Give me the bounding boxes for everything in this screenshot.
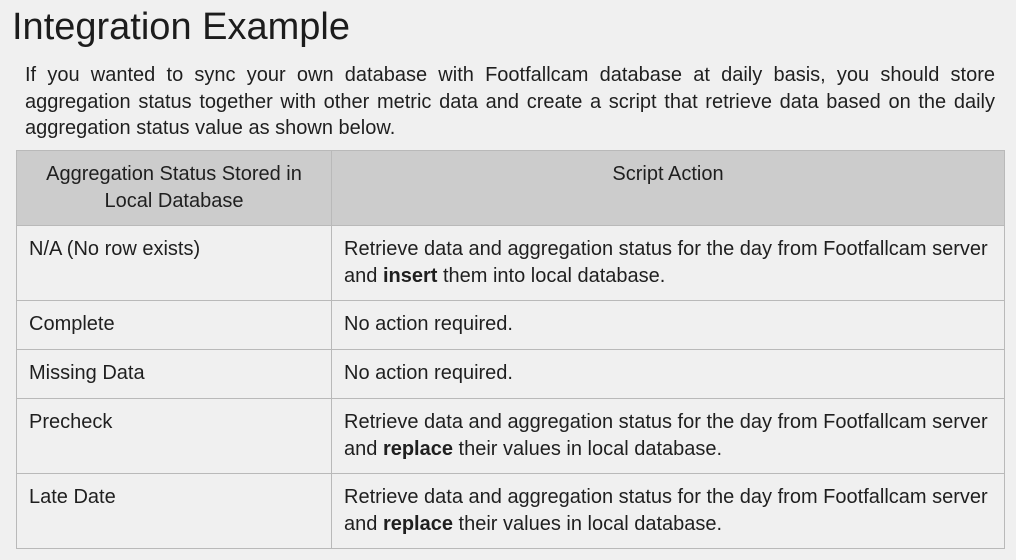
action-text-end: their values in local database. bbox=[453, 437, 723, 460]
action-text: Retrieve data and aggregation status for… bbox=[344, 238, 988, 287]
action-text: No action required. bbox=[344, 313, 513, 335]
action-cell: Retrieve data and aggregation status for… bbox=[331, 473, 1005, 549]
table-row: Late Date Retrieve data and aggregation … bbox=[16, 473, 1005, 549]
table-header-row: Aggregation Status Stored in Local Datab… bbox=[16, 150, 1005, 226]
status-cell: Precheck bbox=[16, 398, 332, 474]
intro-paragraph: If you wanted to sync your own database … bbox=[25, 64, 995, 139]
action-text: No action required. bbox=[344, 362, 513, 384]
status-cell: N/A (No row exists) bbox=[16, 225, 332, 301]
table-row: Missing Data No action required. bbox=[16, 349, 1005, 399]
table-row: N/A (No row exists) Retrieve data and ag… bbox=[16, 225, 1005, 301]
aggregation-status-table: Aggregation Status Stored in Local Datab… bbox=[16, 150, 1005, 549]
header-action: Script Action bbox=[331, 150, 1005, 226]
action-text-end: them into local database. bbox=[437, 264, 666, 287]
action-text: Retrieve data and aggregation status for… bbox=[344, 411, 988, 460]
page-title: Integration Example bbox=[12, 6, 350, 48]
status-cell: Complete bbox=[16, 300, 332, 350]
status-cell: Missing Data bbox=[16, 349, 332, 399]
action-keyword: replace bbox=[382, 437, 453, 460]
action-cell: No action required. bbox=[331, 349, 1005, 399]
action-text-end: their values in local database. bbox=[453, 512, 723, 535]
action-text: Retrieve data and aggregation status for… bbox=[344, 486, 988, 535]
status-cell: Late Date bbox=[16, 473, 332, 549]
action-cell: Retrieve data and aggregation status for… bbox=[331, 225, 1005, 301]
table-row: Precheck Retrieve data and aggregation s… bbox=[16, 398, 1005, 474]
action-cell: No action required. bbox=[331, 300, 1005, 350]
header-status: Aggregation Status Stored in Local Datab… bbox=[16, 150, 332, 226]
action-cell: Retrieve data and aggregation status for… bbox=[331, 398, 1005, 474]
action-keyword: insert bbox=[382, 264, 438, 287]
table-row: Complete No action required. bbox=[16, 300, 1005, 350]
action-keyword: replace bbox=[382, 512, 453, 535]
